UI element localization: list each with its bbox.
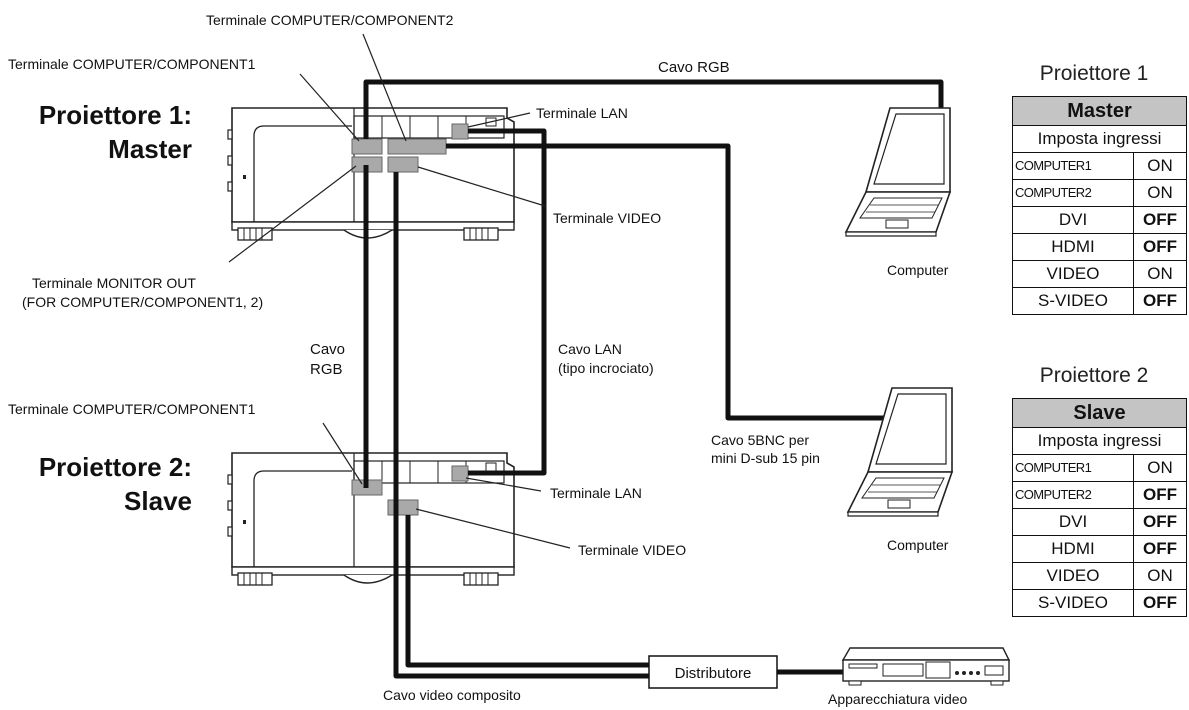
table-row-state: OFF bbox=[1133, 233, 1187, 261]
table-row-input: COMPUTER2 bbox=[1012, 481, 1134, 509]
table-row-state: OFF bbox=[1133, 535, 1187, 563]
label-lan-cable-type: (tipo incrociato) bbox=[558, 360, 654, 376]
table-row-state: ON bbox=[1133, 562, 1187, 590]
label-composite-cable: Cavo video composito bbox=[383, 687, 521, 703]
lan-cable bbox=[468, 128, 547, 476]
projector-1-icon bbox=[227, 107, 515, 241]
label-rgb-cable-middle-2: RGB bbox=[310, 361, 343, 378]
label-video-top: Terminale VIDEO bbox=[553, 210, 661, 226]
projector-2-role: Slave bbox=[124, 486, 192, 516]
label-lan-cable: Cavo LAN bbox=[558, 341, 622, 357]
table-row-input: DVI bbox=[1012, 206, 1134, 234]
label-comp1-top: Terminale COMPUTER/COMPONENT1 bbox=[8, 56, 256, 72]
label-rgb-cable-top: Cavo RGB bbox=[658, 59, 730, 76]
table-row-input: HDMI bbox=[1012, 233, 1134, 261]
table-row-state: ON bbox=[1133, 454, 1187, 482]
projector-2-heading: Proiettore 2: bbox=[39, 452, 192, 482]
table-row-state: OFF bbox=[1133, 508, 1187, 536]
label-comp2-top: Terminale COMPUTER/COMPONENT2 bbox=[206, 12, 454, 28]
computer-2-icon bbox=[847, 387, 953, 517]
composite-cable-2 bbox=[405, 515, 649, 668]
composite-cable-1 bbox=[393, 172, 649, 679]
projector-1-role: Master bbox=[108, 134, 192, 164]
label-rgb-cable-middle: Cavo bbox=[310, 341, 345, 358]
table-row-input: S-VIDEO bbox=[1012, 589, 1134, 617]
label-monitor-out: Terminale MONITOR OUT bbox=[32, 275, 196, 291]
label-computer-1: Computer bbox=[887, 262, 949, 278]
table-2-header: Slave bbox=[1012, 398, 1187, 428]
bnc-cable bbox=[446, 143, 895, 421]
label-lan-top: Terminale LAN bbox=[536, 105, 628, 121]
label-video-equipment: Apparecchiatura video bbox=[828, 691, 968, 707]
leader-lines bbox=[228, 33, 571, 549]
label-computer-2: Computer bbox=[887, 537, 949, 553]
table-row-input: VIDEO bbox=[1012, 562, 1134, 590]
table-row-input: VIDEO bbox=[1012, 260, 1134, 288]
distributor-box bbox=[648, 655, 778, 689]
table-row-input: COMPUTER1 bbox=[1012, 152, 1134, 180]
table-row-input: COMPUTER2 bbox=[1012, 179, 1134, 207]
table-row-state: OFF bbox=[1133, 481, 1187, 509]
table-row-input: COMPUTER1 bbox=[1012, 454, 1134, 482]
label-bnc-cable-2: mini D-sub 15 pin bbox=[711, 450, 820, 466]
label-monitor-out-sub: (FOR COMPUTER/COMPONENT1, 2) bbox=[22, 294, 263, 310]
video-equipment-icon bbox=[841, 647, 1011, 686]
table-row-state: OFF bbox=[1133, 287, 1187, 315]
label-lan-bottom: Terminale LAN bbox=[550, 485, 642, 501]
table-row-state: OFF bbox=[1133, 589, 1187, 617]
table-row-input: S-VIDEO bbox=[1012, 287, 1134, 315]
table-row-input: DVI bbox=[1012, 508, 1134, 536]
label-distributor: Distributore bbox=[675, 665, 752, 682]
table-row-state: OFF bbox=[1133, 206, 1187, 234]
rgb-cable-top bbox=[363, 79, 944, 139]
table-row-input: HDMI bbox=[1012, 535, 1134, 563]
label-video-bottom: Terminale VIDEO bbox=[578, 542, 686, 558]
label-comp1-bottom: Terminale COMPUTER/COMPONENT1 bbox=[8, 401, 256, 417]
table-row-state: ON bbox=[1133, 260, 1187, 288]
table-1-header: Master bbox=[1012, 96, 1187, 126]
table-row-state: ON bbox=[1133, 179, 1187, 207]
projector-1-heading: Proiettore 1: bbox=[39, 100, 192, 130]
table-2-title: Proiettore 2 bbox=[1040, 364, 1149, 387]
computer-1-icon bbox=[845, 107, 951, 237]
table-2-subheader: Imposta ingressi bbox=[1012, 427, 1187, 455]
cables bbox=[363, 79, 944, 679]
table-1-title: Proiettore 1 bbox=[1040, 62, 1149, 85]
label-bnc-cable: Cavo 5BNC per bbox=[711, 432, 809, 448]
table-row-state: ON bbox=[1133, 152, 1187, 180]
table-1-subheader: Imposta ingressi bbox=[1012, 125, 1187, 153]
